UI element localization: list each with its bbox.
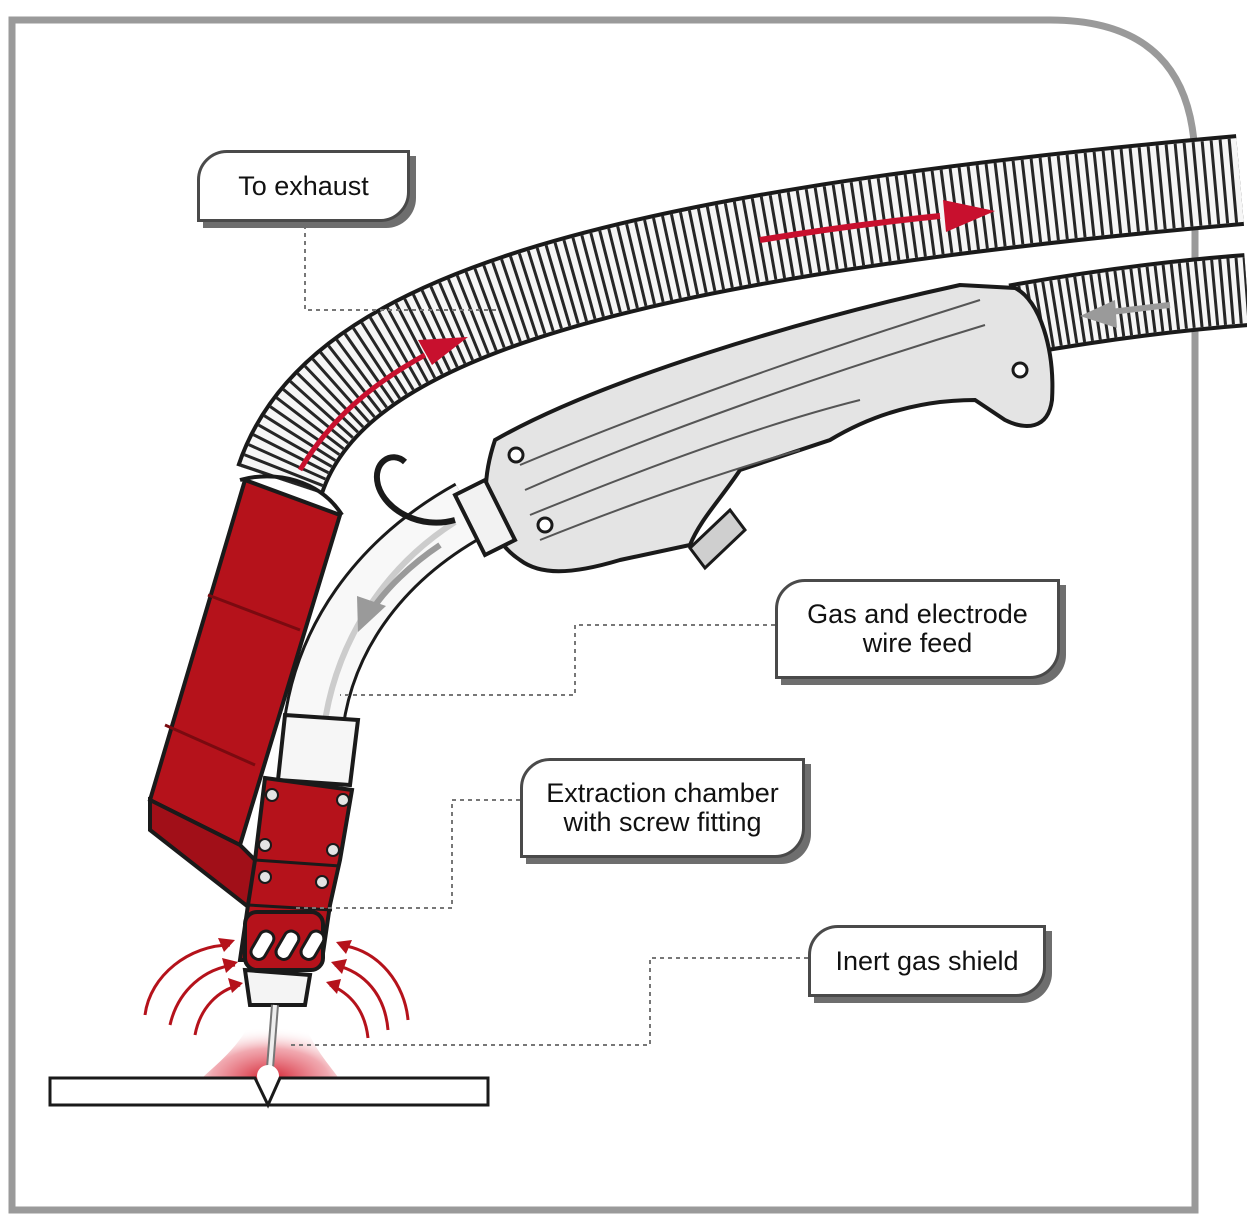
label-gas-wire-line1: Gas and electrode: [807, 599, 1028, 629]
extraction-chamber: [237, 775, 355, 972]
suction-arrows-left: [143, 943, 241, 1036]
extraction-tube: [147, 474, 344, 925]
label-chamber-line1: Extraction chamber: [546, 778, 779, 808]
label-inert-gas-shield: Inert gas shield: [808, 925, 1046, 997]
leader-gas-wire: [340, 624, 775, 696]
suction-arrows-right: [329, 943, 410, 1039]
label-chamber-line2: with screw fitting: [563, 807, 762, 837]
gas-nozzle: [242, 967, 313, 1007]
torch-handle: [483, 282, 1055, 574]
leader-chamber: [295, 799, 520, 909]
feed-flow-arrows: [357, 300, 1171, 632]
workpiece: [48, 1076, 490, 1109]
gooseneck: [281, 482, 486, 746]
handle-hook: [373, 454, 456, 526]
neck-sleeve: [275, 712, 361, 788]
weld-arc: [257, 1065, 279, 1087]
label-gas-wire-line2: wire feed: [862, 628, 973, 658]
handle-collar: [452, 477, 518, 558]
exhaust-flow-arrows: [297, 200, 995, 472]
label-gas-wire-feed: Gas and electrode wire feed: [775, 579, 1060, 679]
label-to-exhaust: To exhaust: [197, 150, 410, 222]
label-extraction-chamber: Extraction chamber with screw fitting: [520, 758, 805, 858]
label-inert-gas-shield-text: Inert gas shield: [835, 945, 1019, 976]
label-to-exhaust-text: To exhaust: [238, 170, 369, 201]
leader-shield: [290, 957, 808, 1046]
feed-cable-hose: [1008, 253, 1247, 357]
